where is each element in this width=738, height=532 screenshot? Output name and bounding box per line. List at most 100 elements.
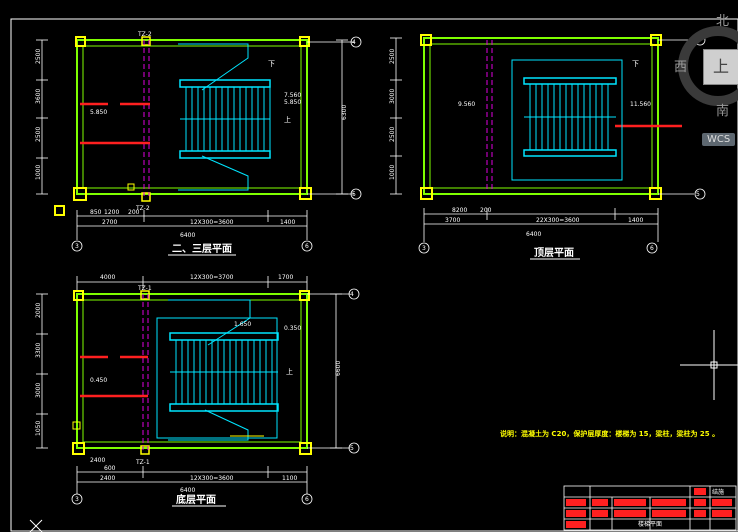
plan1-wall-inner: [82, 45, 302, 189]
viewcube-top-face[interactable]: 上: [703, 49, 738, 85]
plan3-title: 底层平面: [176, 493, 216, 506]
plan2-elev-left: 9.560: [458, 101, 475, 108]
viewcube[interactable]: 上 北 西 南 WCS: [668, 6, 738, 156]
title-block-fills: [566, 488, 732, 528]
general-note: 说明：混凝土为 C20，保护层厚度：楼梯为 15，梁柱，梁柱为 25 。: [500, 429, 719, 438]
plan3-elev2: 0.350: [284, 325, 301, 332]
plan2-text: 4 5 3 6 6400 3700 22X300=3600 1400 8200 …: [389, 37, 700, 252]
plan2-column: [420, 34, 432, 46]
plan3-dimensions: [36, 276, 350, 494]
viewcube-north-label[interactable]: 北: [716, 14, 730, 29]
plan1-dim-e: 850: [90, 209, 102, 216]
ucs-icon: [29, 519, 43, 532]
plan1-dim-f: 200: [128, 209, 140, 216]
plan1-dimensions: [36, 39, 354, 240]
plan2-stair: [511, 59, 623, 181]
plan3-dim-l1: 2000: [35, 303, 42, 318]
plan3-grid-bubbles: [71, 288, 360, 505]
plan1-dim-r: 6300: [341, 105, 348, 120]
plan1-column: [54, 205, 65, 216]
plan1-tz-top: TZ-2: [137, 31, 152, 38]
plan2-dim-l2: 3000: [389, 89, 396, 104]
plan3-dim-total: 6400: [180, 487, 195, 494]
plan3-dim-c: 1100: [282, 475, 297, 482]
plan3-dim-top-c: 1700: [278, 274, 293, 281]
plan2-dim-total: 6400: [526, 231, 541, 238]
plan2-title: 顶层平面: [534, 247, 574, 259]
plan1-elev2: 5.850: [284, 99, 301, 106]
plan1-down: 下: [268, 60, 275, 68]
plan2-grid-right: 6: [650, 245, 654, 252]
plan3-grid-right: 6: [305, 496, 309, 503]
plan3-dim-top-a: 4000: [100, 274, 115, 281]
plan1-dim-b: 12X300=3600: [190, 219, 234, 226]
plan3-column: [299, 442, 312, 455]
wcs-button[interactable]: WCS: [702, 133, 736, 146]
plan-ground-floor: [36, 276, 360, 505]
plan2-grid-bottom: 5: [696, 191, 700, 198]
plan1-dim-l4: 1000: [35, 165, 42, 180]
plan2-column: [649, 187, 662, 200]
plan2-dim-c: 1400: [628, 217, 643, 224]
plan3-dim-a: 2400: [100, 475, 115, 482]
plan1-wall-outline: [76, 39, 308, 195]
plan3-tz-top: TZ-1: [137, 285, 152, 292]
plan1-column: [73, 187, 87, 201]
title-block: [563, 485, 737, 531]
plan3-dim-l4: 1050: [35, 421, 42, 436]
plan1-dim-c: 1400: [280, 219, 295, 226]
viewcube-west-label[interactable]: 西: [674, 60, 688, 75]
plan3-grid-bottom: 5: [350, 445, 354, 452]
plan3-dim-l2: 3300: [35, 343, 42, 358]
plan-second-third-floor: [36, 36, 362, 252]
plan1-grid-bottom: 5: [352, 191, 356, 198]
plan1-grid-bubbles: [71, 36, 362, 252]
plan1-grid-top: 4: [352, 39, 356, 46]
plan1-tz-bottom: TZ-2: [135, 205, 150, 212]
plan2-dim-b: 22X300=3600: [536, 217, 580, 224]
plan3-grid-left: 3: [75, 496, 79, 503]
plan3-dim-r: 6600: [335, 361, 342, 376]
plan1-dim-l1: 2500: [35, 49, 42, 64]
plan1-stair: [178, 43, 271, 191]
plan2-wall-outline: [423, 37, 659, 195]
plan1-column: [75, 36, 86, 47]
plan3-stair: [156, 299, 279, 441]
plan2-dim-a: 3700: [445, 217, 460, 224]
plan1-dim-l3: 2500: [35, 127, 42, 142]
plan3-tz-bottom: TZ-1: [135, 459, 150, 466]
drawing-border: [10, 18, 738, 532]
plan3-column: [140, 290, 150, 300]
plan1-text: TZ-2 TZ-2 4 5 3 6 6400 2700 12X300=3600 …: [35, 31, 356, 250]
plan3-column: [73, 290, 84, 301]
title-block-drawing-name: 楼梯平面: [638, 520, 662, 528]
plan2-dimensions: [390, 37, 694, 242]
plan3-up: 上: [286, 367, 293, 376]
crosshair-cursor: [680, 330, 738, 400]
plan2-wall-inner: [429, 43, 653, 189]
plan3-column: [140, 445, 150, 455]
plan2-dim-e: 200: [480, 207, 492, 214]
viewcube-south-label[interactable]: 南: [716, 104, 730, 119]
plan1-column: [141, 36, 151, 46]
plan3-dim-top-b: 12X300=3700: [190, 274, 234, 281]
viewcube-compass-ring[interactable]: [678, 26, 738, 106]
plan3-elev1: 1.650: [234, 321, 251, 328]
plan1-dim-total: 6400: [180, 232, 195, 239]
plan2-down: 下: [632, 60, 639, 68]
plan1-dim-a: 2700: [102, 219, 117, 226]
plan1-up: 上: [284, 115, 291, 124]
plan3-column: [72, 442, 85, 455]
plan2-column: [420, 187, 433, 200]
plan1-dim-l2: 3600: [35, 89, 42, 104]
plan3-dim-d: 600: [104, 465, 116, 472]
plan1-grid-left: 3: [75, 243, 79, 250]
plan1-dim-d: 1200: [104, 209, 119, 216]
plan2-elev1: 11.560: [630, 101, 651, 108]
plan3-dim-e: 2400: [90, 457, 105, 464]
title-block-code: 结施: [712, 488, 724, 496]
plan-top-floor: [390, 34, 706, 254]
plan2-grid-left: 3: [422, 245, 426, 252]
plan3-elev-left: 0.450: [90, 377, 107, 384]
